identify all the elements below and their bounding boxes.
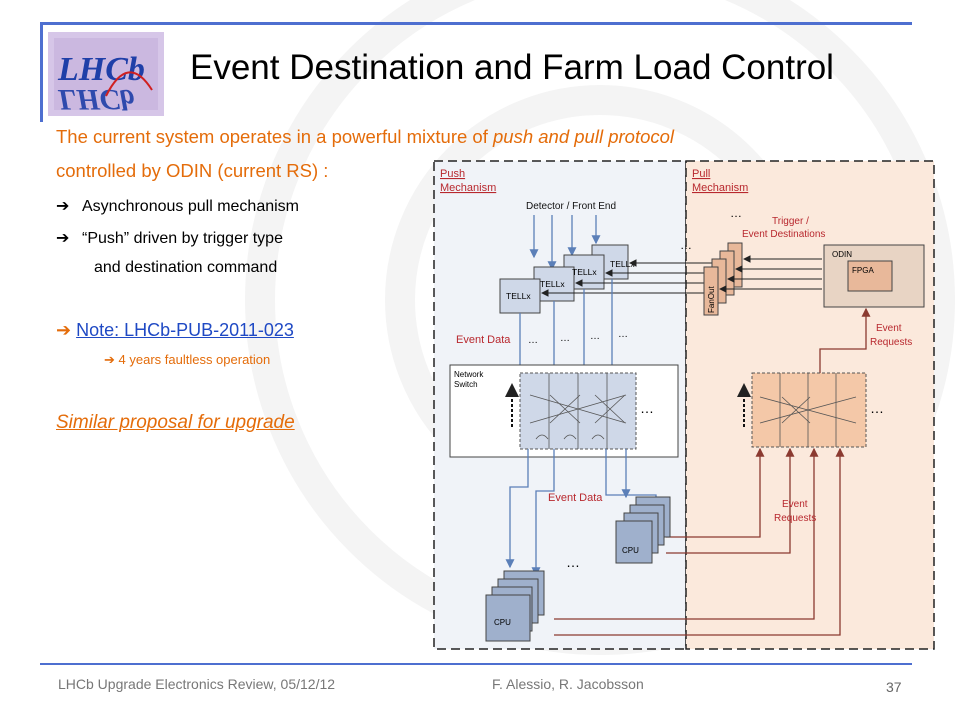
pull-label-2: Mechanism	[692, 182, 748, 194]
arrow-right-icon: ➔	[56, 198, 70, 215]
odin-to-fanout-arrows	[718, 255, 822, 293]
push-label-2: Mechanism	[440, 182, 496, 194]
bullet-2-continuation: and destination command	[94, 259, 278, 276]
left-rule	[40, 22, 43, 122]
dots-fanout: …	[730, 206, 742, 220]
dots-switch-push: …	[640, 400, 654, 416]
bottom-rule	[40, 663, 912, 665]
note-line: ➔ Note: LHCb-PUB-2011-023	[56, 320, 294, 341]
note-link[interactable]: Note: LHCb-PUB-2011-023	[76, 320, 294, 340]
dots-data-1: …	[528, 335, 538, 346]
bullet-2-text: “Push” driven by trigger type	[82, 230, 283, 247]
dots-cpu: …	[566, 554, 580, 570]
trigger-label-1: Trigger /	[772, 216, 809, 227]
intro-line-1-emphasis: push and pull protocol	[493, 126, 675, 147]
page-number: 37	[886, 679, 902, 695]
event-data-label-2: Event Data	[548, 492, 603, 504]
similar-proposal-link[interactable]: Similar proposal for upgrade	[56, 412, 295, 433]
tell-label-3: TELLx	[572, 267, 597, 277]
dots-data-3: …	[590, 331, 600, 342]
bullet-1: ➔ Asynchronous pull mechanism	[56, 196, 299, 216]
network-label-1: Network	[454, 370, 484, 379]
tell-label-1: TELLx	[506, 291, 531, 301]
push-label-1: Push	[440, 168, 465, 180]
fpga-label: FPGA	[852, 266, 874, 275]
lhcb-logo: LHCb LHCb	[48, 32, 164, 116]
bullet-1-text: Asynchronous pull mechanism	[82, 198, 299, 215]
tell-label-2: TELLx	[540, 279, 565, 289]
cpu-label-right: CPU	[622, 546, 639, 555]
cpu-request-arrows	[554, 447, 845, 636]
fanout-to-tell-arrows	[540, 259, 720, 297]
event-requests-label-1: Event	[876, 323, 902, 334]
cpu-stack-right	[615, 496, 671, 564]
odin-label: ODIN	[832, 250, 852, 259]
network-label-2: Switch	[454, 380, 478, 389]
intro-line-1-text: The current system operates in a powerfu…	[56, 126, 493, 147]
dots-data-2: …	[560, 333, 570, 344]
intro-line-2: controlled by ODIN (current RS) :	[56, 160, 329, 181]
arrow-right-icon: ➔	[104, 352, 119, 367]
fpga-box	[847, 260, 893, 292]
dots-data-4: …	[618, 329, 628, 340]
fanout-boards	[703, 242, 743, 316]
detector-label: Detector / Front End	[526, 201, 616, 212]
note-sub: ➔ 4 years faultless operation	[104, 352, 270, 368]
page-title: Event Destination and Farm Load Control	[190, 48, 834, 87]
event-data-label: Event Data	[456, 334, 511, 346]
tell-label-4: TELLx	[610, 259, 635, 269]
top-rule	[40, 22, 912, 25]
trigger-label-2: Event Destinations	[742, 229, 825, 240]
note-sub-text: 4 years faultless operation	[118, 352, 271, 367]
requests-to-odin-arrow	[819, 307, 871, 373]
dots-tells: …	[680, 238, 692, 252]
detector-arrows	[529, 215, 601, 271]
dots-switch-pull: …	[870, 400, 884, 416]
bullet-2: ➔ “Push” driven by trigger type	[56, 228, 283, 248]
footer-authors: F. Alessio, R. Jacobsson	[492, 676, 644, 692]
fanout-label: FanOut	[707, 286, 716, 313]
event-requests-label-4: Requests	[774, 513, 816, 524]
push-pull-diagram: Push Mechanism Pull Mechanism Detector /…	[433, 160, 935, 650]
event-requests-label-2: Requests	[870, 337, 912, 348]
cpu-stack-left	[485, 570, 545, 642]
event-requests-label-3: Event	[782, 499, 808, 510]
arrow-right-icon: ➔	[56, 320, 77, 340]
arrow-right-icon: ➔	[56, 230, 70, 247]
pull-label-1: Pull	[692, 168, 710, 180]
svg-text:LHCb: LHCb	[57, 51, 145, 88]
intro-line-1: The current system operates in a powerfu…	[56, 126, 674, 148]
cpu-label-left: CPU	[494, 618, 511, 627]
svg-text:LHCb: LHCb	[57, 83, 135, 116]
footer-event: LHCb Upgrade Electronics Review, 05/12/1…	[58, 676, 336, 692]
